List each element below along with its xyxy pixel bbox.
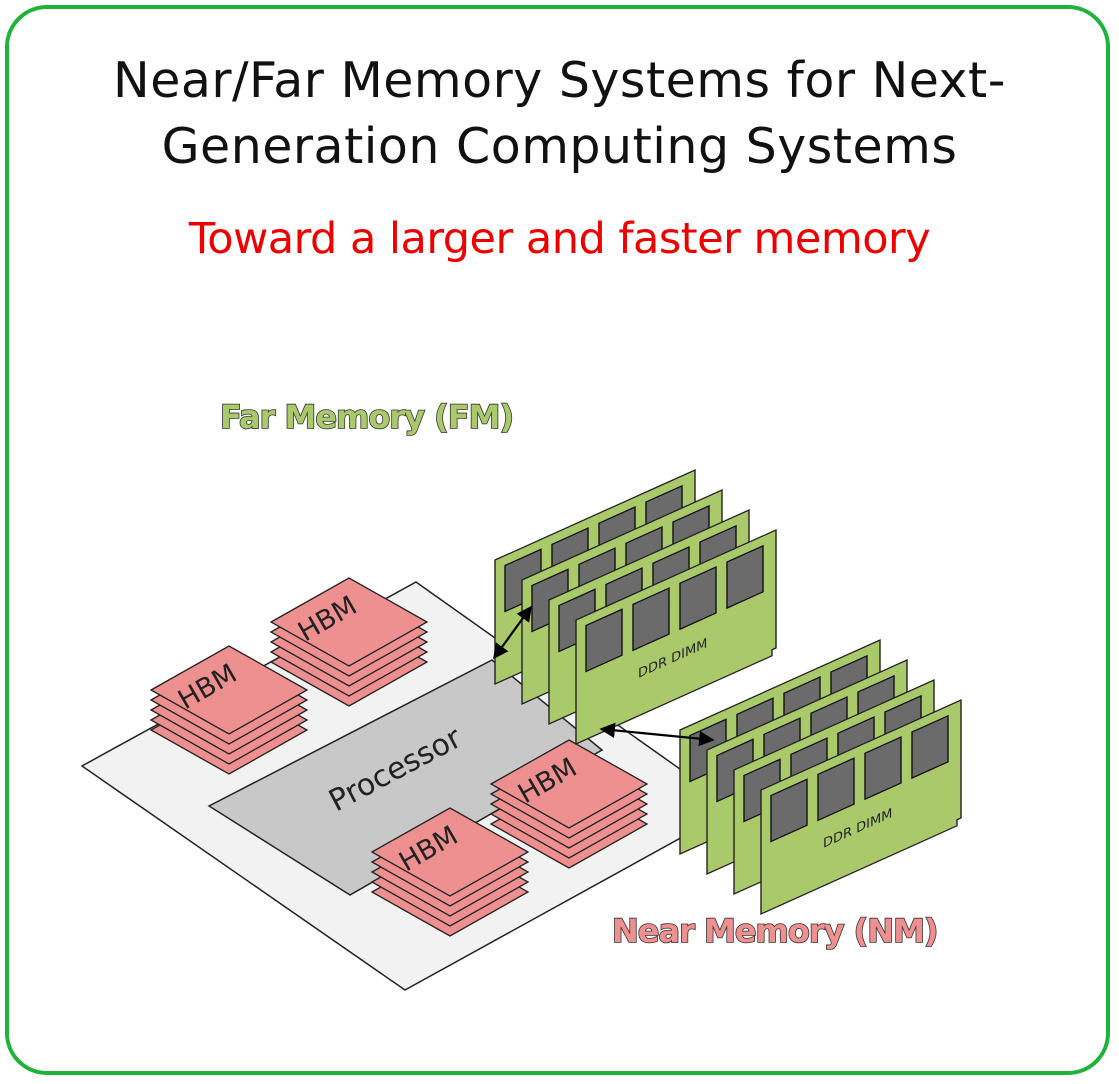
dimm-group-upper: DDR DIMM [494,468,777,746]
hbm-stack: HBM [370,807,530,937]
dimm-chip [585,608,623,673]
title-line-2: Generation Computing Systems [161,118,958,175]
dimm-chip [679,565,717,631]
hbm-stack: HBM [149,645,309,775]
ddr-dimm-module: DDR DIMM [575,528,777,746]
dimm-group-lower: DDR DIMM [679,638,962,916]
far-memory-label: Far Memory (FM) [220,398,513,436]
hbm-layer [269,577,429,667]
dimm-chip [770,778,808,843]
hbm-stack: HBM [269,577,429,707]
dimm-chip [817,757,855,822]
title-line-1: Near/Far Memory Systems for Next- [113,52,1006,109]
hbm-layer [149,645,309,735]
ddr-dimm-module: DDR DIMM [760,698,962,916]
processor-die [207,659,604,896]
hbm-stack: HBM [489,739,649,869]
dimm-chip [864,735,902,801]
hbm-layer [370,807,530,897]
diagram-subtitle: Toward a larger and faster memory [188,214,931,264]
dimm-chip [911,714,949,780]
dimm-board [575,528,777,746]
near-memory-label: Near Memory (NM) [612,912,938,950]
arrow-processor-to-lower-dimms [599,722,715,747]
diagram-title: Near/Far Memory Systems for Next- Genera… [0,48,1119,180]
dimm-board [760,698,962,916]
arrow-processor-to-upper-dimms [493,605,532,660]
dimm-chip [632,587,670,652]
hbm-layer [489,739,649,829]
dimm-chip [726,544,764,610]
